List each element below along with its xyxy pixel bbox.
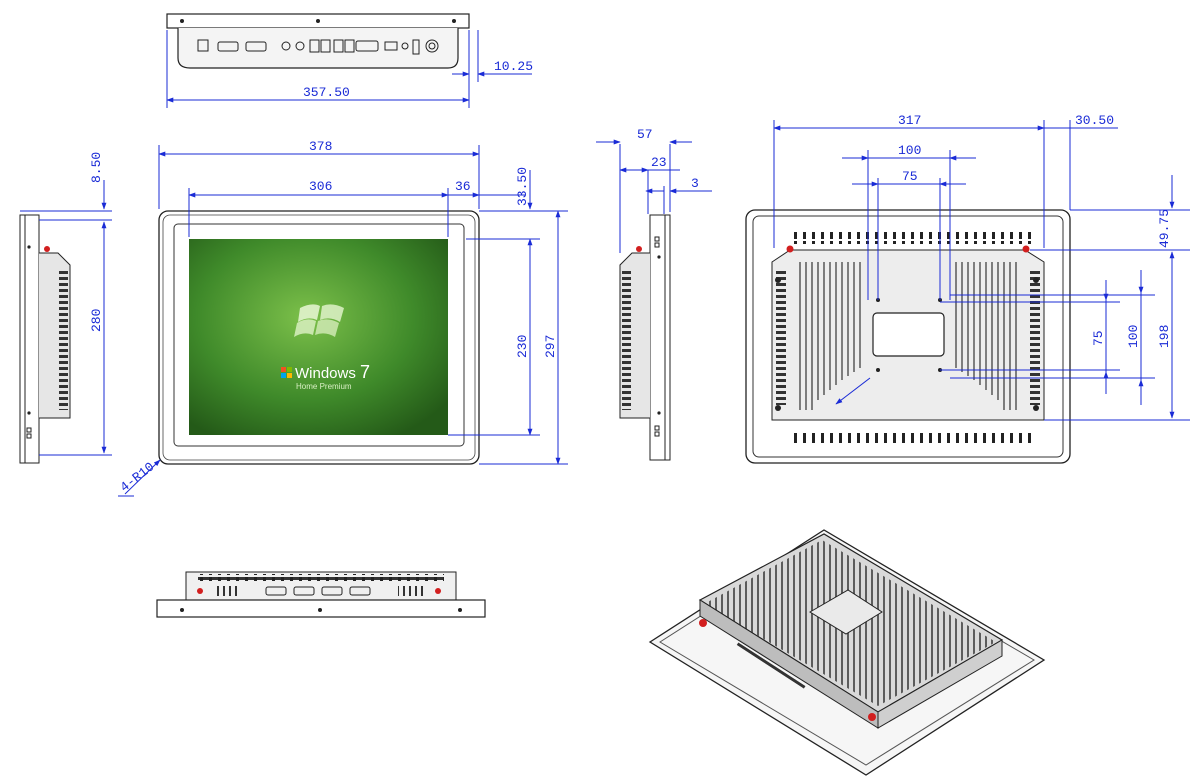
dim-vesa-outer-width: 100 xyxy=(898,143,921,158)
dim-side-height: 280 xyxy=(89,309,104,332)
heatsink-fins xyxy=(799,262,1017,410)
os-edition: Home Premium xyxy=(296,382,352,391)
dim-profile-thin: 3 xyxy=(691,176,699,191)
back-view xyxy=(745,209,1071,464)
dim-vesa-outer-height: 100 xyxy=(1126,325,1141,348)
front-view: Windows 7 Home Premium xyxy=(158,210,480,465)
dim-front-top-offset: 33.50 xyxy=(515,167,530,206)
dim-top-view-offset: 10.25 xyxy=(494,59,533,74)
dim-back-width: 317 xyxy=(898,113,921,128)
dim-vesa-inner-width: 75 xyxy=(902,169,918,184)
top-view xyxy=(166,13,470,69)
windows-flag-icon xyxy=(281,367,292,378)
dim-vesa-inner-height: 75 xyxy=(1091,330,1106,346)
screen-display xyxy=(189,239,448,435)
dim-back-right-offset: 30.50 xyxy=(1075,113,1114,128)
dim-front-bezel-right: 36 xyxy=(455,179,471,194)
dim-profile-mid: 23 xyxy=(651,155,667,170)
dim-profile-depth: 57 xyxy=(637,127,653,142)
bottom-view xyxy=(156,571,486,618)
dim-front-total-height: 297 xyxy=(543,335,558,358)
dim-side-top-offset: 8.50 xyxy=(89,152,104,183)
os-name: Windows xyxy=(295,365,356,382)
dim-back-mount-height: 198 xyxy=(1157,325,1172,348)
left-side-view xyxy=(19,214,71,464)
dim-front-screen-width: 306 xyxy=(309,179,332,194)
svg-text:Windows 7: Windows 7 xyxy=(295,362,370,382)
isometric-view xyxy=(648,529,1046,776)
io-ports xyxy=(197,39,439,55)
dim-top-view-width: 357.50 xyxy=(303,85,350,100)
os-version: 7 xyxy=(360,362,370,382)
dimension-lines xyxy=(20,30,1190,497)
dim-front-screen-height: 230 xyxy=(515,335,530,358)
right-side-view xyxy=(619,214,671,461)
dim-corner-radius: 4-R10 xyxy=(117,459,157,495)
dim-front-total-width: 378 xyxy=(309,139,332,154)
dim-back-top-offset: 49.75 xyxy=(1157,209,1172,248)
windows-logo-icon xyxy=(294,304,344,337)
